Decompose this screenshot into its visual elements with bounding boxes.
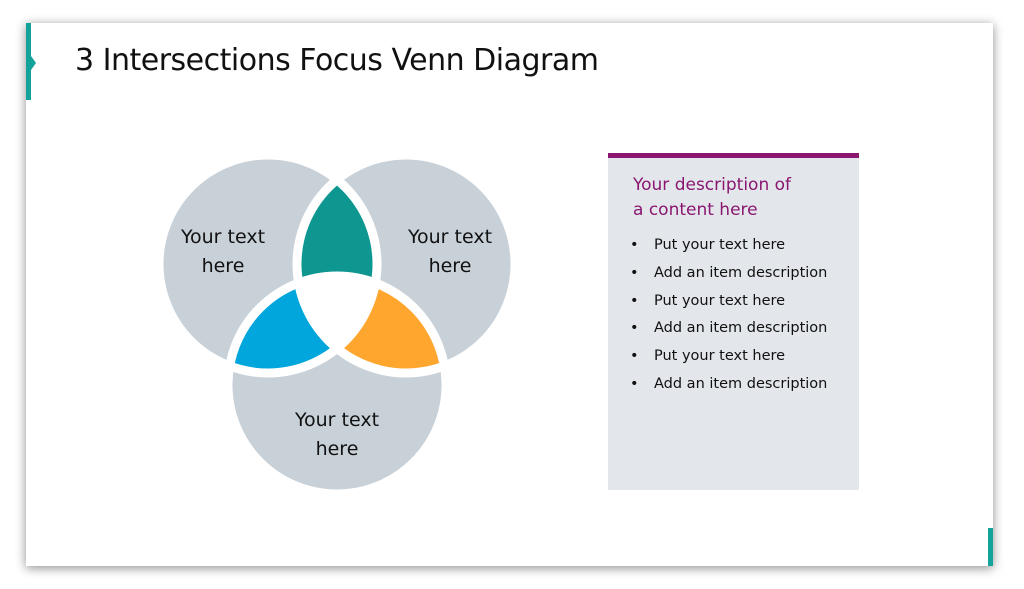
venn-label-left: Your text here [163,223,283,281]
list-item: • Put your text here [630,343,827,371]
venn-label-bottom-line1: Your text [294,409,380,431]
list-item-text: Put your text here [654,237,786,253]
right-accent-bar [988,528,993,566]
venn-outline-right [292,150,520,378]
panel-bullet-list: • Put your text here • Add an item descrip… [630,232,827,399]
venn-label-right-line2: here [428,255,472,277]
venn-outline-bottom [223,271,451,499]
bullet-icon: • [630,320,639,337]
bullet-icon: • [630,375,639,392]
list-item-text: Put your text here [654,292,786,309]
list-item-text: Add an item description [654,375,828,392]
bullet-icon: • [630,264,639,281]
venn-label-bottom: Your text here [277,406,397,464]
list-item: • Add an item description [630,371,827,399]
left-accent-bar [26,23,31,100]
list-item: • Add an item description [630,315,827,343]
panel-title: Your description of a content here [633,173,833,223]
panel-accent-bar [608,153,859,158]
bullet-icon: • [630,292,639,309]
bullet-icon: • [630,348,639,365]
panel-title-line1: Your description of [633,175,792,195]
venn-label-right-line1: Your text [407,226,493,248]
intersection-left-bottom [228,276,377,373]
venn-label-left-line1: Your text [180,226,266,248]
left-accent-notch [31,56,36,70]
list-item: • Put your text here [630,232,827,260]
list-item: • Add an item description [630,260,827,288]
intersection-right-bottom [297,276,446,373]
description-panel: Your description of a content here • Put … [608,153,859,490]
list-item: • Put your text here [630,288,827,316]
venn-label-left-line2: here [201,255,245,277]
page-title: 3 Intersections Focus Venn Diagram [75,43,599,78]
venn-label-bottom-line2: here [315,438,359,460]
list-item-text: Put your text here [654,348,786,365]
panel-title-line2: a content here [633,200,758,220]
list-item-text: Add an item description [654,264,828,281]
list-item-text: Add an item description [654,320,828,337]
bullet-icon: • [630,237,639,253]
venn-outline-left [154,150,382,378]
venn-label-right: Your text here [390,223,510,281]
